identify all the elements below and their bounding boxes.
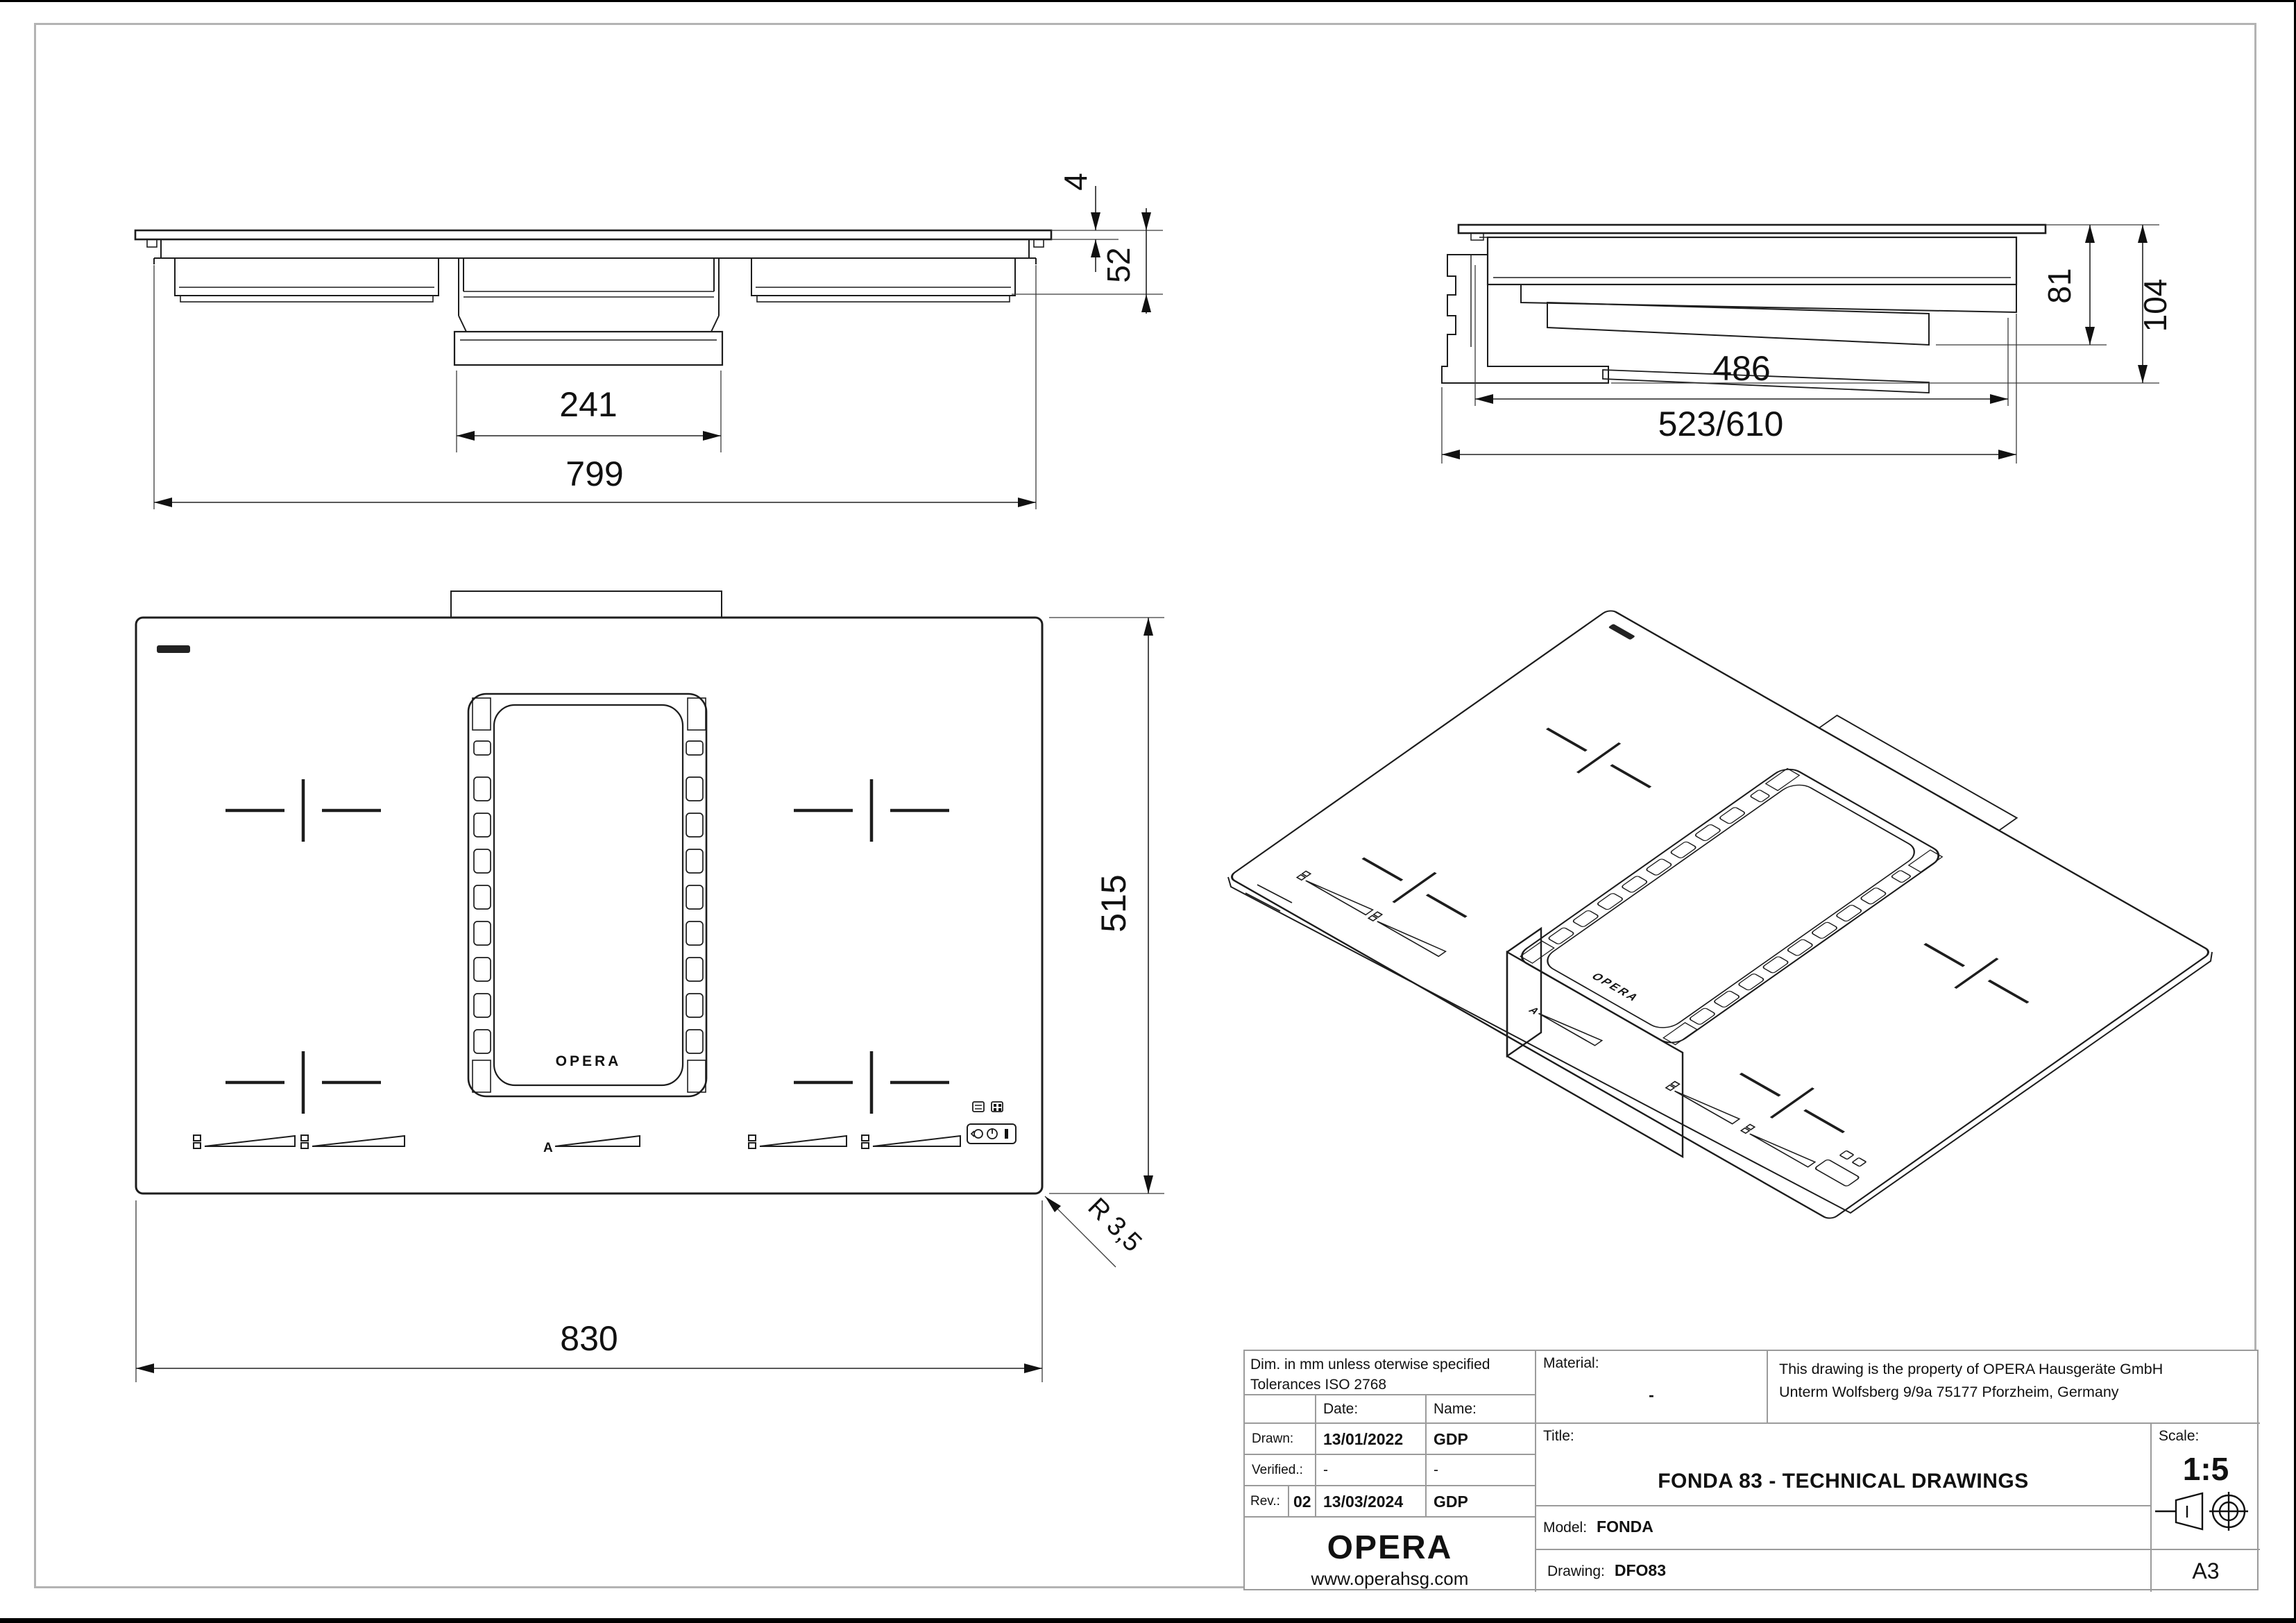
front-view: 241 799 4 52 [134,173,1163,509]
drawing-number-value: DFO83 [1614,1561,1667,1579]
model-cell: Model: FONDA [1535,1505,2150,1549]
plan-view: OPERA A [135,590,1164,1382]
timer-icon [973,1129,983,1139]
material-label: Material: [1543,1355,1599,1371]
slider-a-label: A [543,1141,553,1155]
rev-number: 02 [1288,1485,1315,1516]
dim-width: 830 [560,1319,618,1358]
duct-outlet-tab [450,590,722,618]
company-logo: OPERA [1327,1529,1453,1566]
drawn-name: GDP [1425,1422,1535,1454]
company-logo-cell: OPERA www.operahsg.com [1245,1516,1535,1592]
isometric-view: OPERA A [1227,610,2213,1219]
rev-name: GDP [1425,1485,1535,1516]
title-label: Title: [1543,1428,1574,1444]
power-sliders [204,1135,961,1147]
sheet-size-cell: A3 [2150,1549,2260,1592]
scale-value: 1:5 [2182,1451,2229,1487]
rev-label: Rev.: [1245,1485,1288,1516]
date-column-header: Date: [1315,1394,1425,1422]
sheet-bottom-edge [0,1618,2296,1623]
dim-body-width: 799 [566,454,623,493]
downdraft-vent: OPERA [467,692,708,1098]
title-block: Dim. in mm unless oterwise specified Tol… [1243,1350,2260,1592]
name-column-header: Name: [1425,1394,1535,1422]
sheet-top-edge [0,0,2296,2]
sheet-size: A3 [2192,1558,2220,1583]
dim-duct-width: 241 [559,385,617,424]
scale-cell: Scale: 1:5 [2150,1422,2260,1549]
drawing-title: FONDA 83 - TECHNICAL DRAWINGS [1658,1470,2029,1493]
verified-name: - [1425,1454,1535,1485]
vent-mode-icon [972,1101,985,1112]
dim-depth-duct: 486 [1712,349,1770,388]
title-cell: Title: FONDA 83 - TECHNICAL DRAWINGS [1535,1422,2150,1505]
grid-mode-icon [991,1101,1003,1112]
drawing-number-label: Drawing: [1547,1563,1605,1579]
model-label: Model: [1543,1520,1588,1536]
slider-controls: A [193,1101,1017,1155]
first-angle-projection-icon [2155,1492,2248,1531]
material-cell: Material: - [1535,1351,1767,1422]
rev-date: 13/03/2024 [1315,1485,1425,1516]
property-line-1: This drawing is the property of OPERA Ha… [1779,1361,2163,1377]
dim-height-plenum: 81 [2041,268,2077,303]
scale-label: Scale: [2159,1428,2200,1444]
dim-corner-radius: R 3,5 [1082,1193,1148,1258]
drawn-label: Drawn: [1245,1422,1315,1454]
vent-brand-text: OPERA [556,1053,622,1069]
note-line-1: Dim. in mm unless oterwise specified [1250,1357,1490,1373]
property-notice: This drawing is the property of OPERA Ha… [1767,1351,2260,1422]
sheet-border-frame [34,23,2256,1588]
iso-slider-a-label: A [1526,1005,1542,1016]
drawn-date: 13/01/2022 [1315,1422,1425,1454]
control-cluster [967,1101,1017,1144]
dim-depth-total: 523/610 [1658,405,1784,443]
company-website: www.operahsg.com [1311,1568,1469,1589]
dim-height-total: 104 [2137,279,2173,332]
lock-icon [1005,1129,1008,1139]
verified-label: Verified.: [1245,1454,1315,1485]
model-value: FONDA [1597,1518,1653,1536]
cooking-zone-markers [226,779,949,1114]
side-view: 81 104 486 523/610 [1441,223,2173,464]
iso-vent-brand-text: OPERA [1588,971,1643,1003]
control-panel-pill [967,1123,1017,1144]
material-value: - [1649,1386,1654,1404]
dim-height: 52 [1100,247,1137,282]
note-line-2: Tolerances ISO 2768 [1250,1377,1387,1393]
dim-glass-thickness: 4 [1057,173,1094,191]
sheet-right-edge [2294,0,2296,1623]
verified-date: - [1315,1454,1425,1485]
dim-depth: 515 [1094,874,1133,932]
dimension-note: Dim. in mm unless oterwise specified Tol… [1245,1351,1535,1394]
vent-grille-slats [473,740,704,1054]
property-line-2: Unterm Wolfsberg 9/9a 75177 Pforzheim, G… [1779,1384,2119,1401]
drawing-number-cell: Drawing: DFO83 [1535,1549,2150,1592]
glass-logo-mark [157,645,190,653]
